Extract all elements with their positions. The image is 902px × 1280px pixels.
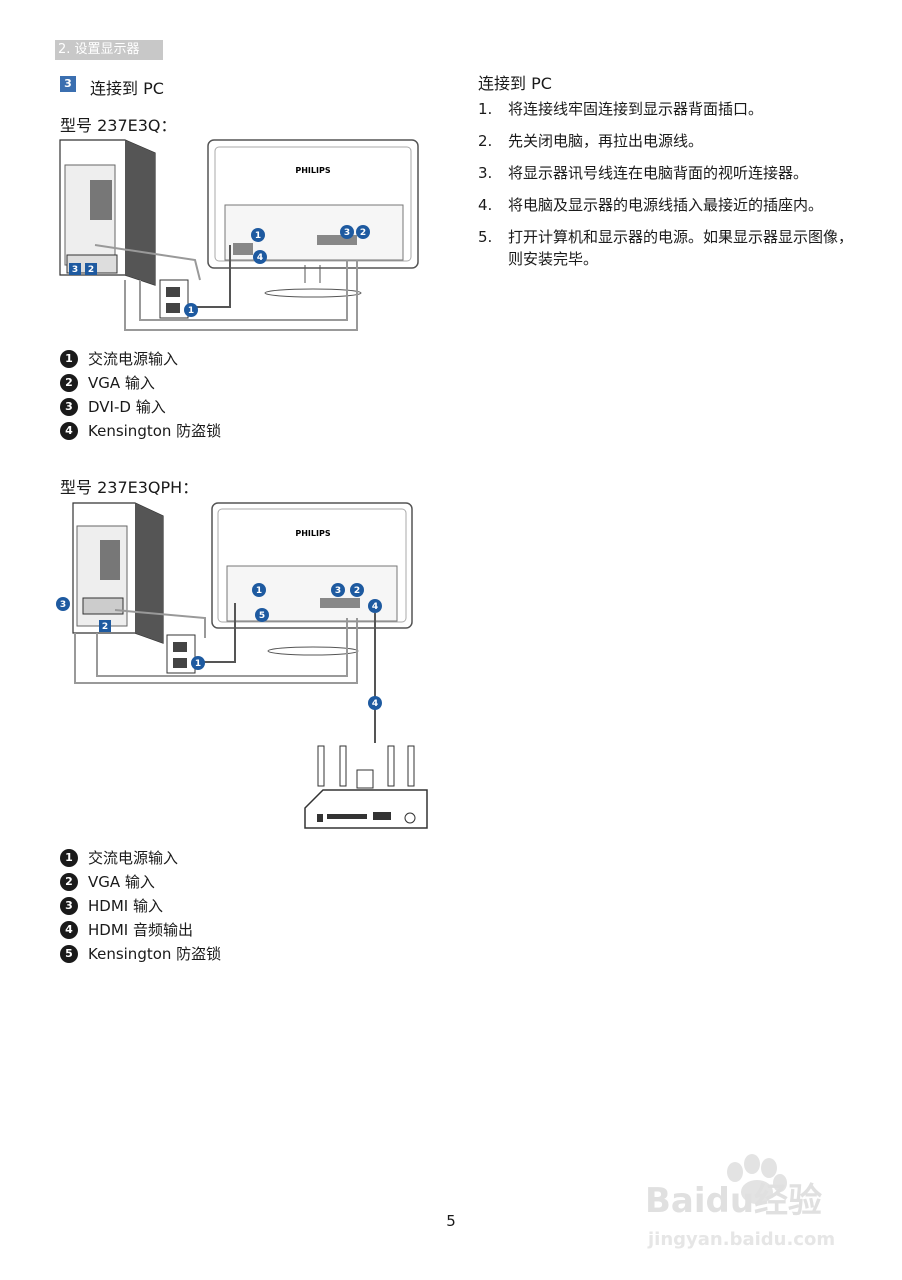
cable-pc-power (114, 609, 206, 638)
legend-label: Kensington 防盗锁 (88, 422, 222, 440)
legend-number: 2 (60, 873, 78, 891)
monitor-back-illustration: PHILIPS (207, 139, 419, 298)
legend-item: 2 VGA 输入 (60, 371, 221, 395)
svg-text:2: 2 (354, 586, 360, 596)
svg-text:2: 2 (88, 265, 94, 275)
watermark-brand: Baidu经验 (645, 1181, 822, 1221)
instruction-step: 1. 将连接线牢固连接到显示器背面插口。 (478, 98, 858, 120)
legend-label: VGA 输入 (88, 873, 155, 891)
instruction-step: 3. 将显示器讯号线连在电脑背面的视听连接器。 (478, 162, 858, 184)
step-number: 1. (478, 100, 493, 118)
step-text: 将显示器讯号线连在电脑背面的视听连接器。 (508, 164, 809, 182)
step-badge: 3 (60, 76, 76, 92)
legend-label: Kensington 防盗锁 (88, 945, 222, 963)
cable-vga (139, 260, 348, 321)
svg-text:3: 3 (72, 265, 78, 275)
legend-label: DVI-D 输入 (88, 398, 166, 416)
legend-item: 1 交流电源输入 (60, 347, 221, 371)
legend-label: VGA 输入 (88, 374, 155, 392)
svg-text:4: 4 (372, 602, 378, 612)
watermark-url: jingyan.baidu.com (647, 1229, 835, 1250)
legend-label: HDMI 输入 (88, 897, 163, 915)
cable-monitor-power (195, 603, 236, 663)
philips-logo: PHILIPS (295, 166, 330, 175)
svg-text:1: 1 (195, 659, 201, 669)
cable-hdmi (74, 618, 358, 684)
svg-text:3: 3 (335, 586, 341, 596)
step-number: 5. (478, 228, 493, 246)
svg-text:4: 4 (372, 699, 378, 709)
pc-tower-illustration (72, 502, 164, 644)
philips-logo: PHILIPS (295, 529, 330, 538)
legend-item: 2 VGA 输入 (60, 870, 221, 894)
svg-text:1: 1 (256, 586, 262, 596)
legend-number: 4 (60, 422, 78, 440)
model2-connection-diagram: PHILIPS 3 1 1 5 3 2 4 4 2 (56, 502, 428, 829)
legend-item: 3 DVI-D 输入 (60, 395, 221, 419)
svg-text:2: 2 (102, 622, 108, 632)
model2-legend: 1 交流电源输入 2 VGA 输入 3 HDMI 输入 4 HDMI 音频输出 5 Ken… (60, 846, 221, 966)
svg-text:4: 4 (257, 253, 263, 263)
legend-item: 4 HDMI 音频输出 (60, 918, 221, 942)
legend-label: 交流电源输入 (88, 350, 179, 368)
step-title: 连接到 PC (90, 79, 164, 98)
legend-number: 1 (60, 849, 78, 867)
step-text: 将连接线牢固连接到显示器背面插口。 (508, 100, 764, 118)
step-text: 打开计算机和显示器的电源。如果显示器显示图像，则安装完毕。 (508, 228, 854, 268)
step-number: 4. (478, 196, 493, 214)
legend-number: 2 (60, 374, 78, 392)
instruction-step: 4. 将电脑及显示器的电源线插入最接近的插座内。 (478, 194, 858, 216)
svg-text:5: 5 (259, 611, 265, 621)
page-number: 5 (446, 1212, 456, 1230)
legend-item: 5 Kensington 防盗锁 (60, 942, 221, 966)
model2-title: 型号 237E3QPH： (60, 478, 199, 497)
legend-item: 3 HDMI 输入 (60, 894, 221, 918)
legend-number: 4 (60, 921, 78, 939)
svg-text:2: 2 (360, 228, 366, 238)
legend-item: 4 Kensington 防盗锁 (60, 419, 221, 443)
step-number: 2. (478, 132, 493, 150)
model1-legend: 1 交流电源输入 2 VGA 输入 3 DVI-D 输入 4 Kensington 防盗… (60, 347, 221, 443)
step-number: 3. (478, 164, 493, 182)
model1-title: 型号 237E3Q： (60, 116, 177, 135)
legend-item: 1 交流电源输入 (60, 846, 221, 870)
instructions-title: 连接到 PC (478, 74, 552, 93)
baidu-watermark: Baidu经验 jingyan.baidu.com (645, 1154, 835, 1250)
audio-system-illustration (304, 745, 428, 829)
instruction-step: 2. 先关闭电脑，再拉出电源线。 (478, 130, 858, 152)
cable-vga (96, 618, 348, 677)
svg-text:3: 3 (60, 600, 66, 610)
pc-tower-illustration (59, 139, 156, 286)
section-label: 2. 设置显示器 (55, 40, 163, 60)
cable-monitor-power (188, 245, 231, 308)
legend-number: 3 (60, 897, 78, 915)
step-text: 将电脑及显示器的电源线插入最接近的插座内。 (508, 196, 824, 214)
wall-socket (159, 279, 189, 319)
monitor-back-illustration: PHILIPS (211, 502, 413, 656)
legend-label: 交流电源输入 (88, 849, 179, 867)
instructions: 连接到 PC 1. 将连接线牢固连接到显示器背面插口。 2. 先关闭电脑，再拉出电源… (478, 70, 858, 280)
svg-text:1: 1 (188, 306, 194, 316)
legend-label: HDMI 音频输出 (88, 921, 193, 939)
cable-dvi (124, 260, 358, 331)
cable-pc-power (94, 244, 201, 281)
legend-number: 5 (60, 945, 78, 963)
legend-number: 1 (60, 350, 78, 368)
step-text: 先关闭电脑，再拉出电源线。 (508, 132, 704, 150)
instruction-step: 5. 打开计算机和显示器的电源。如果显示器显示图像，则安装完毕。 (478, 226, 858, 270)
legend-number: 3 (60, 398, 78, 416)
svg-text:1: 1 (255, 231, 261, 241)
paw-icon (727, 1154, 787, 1204)
model1-connection-diagram: PHILIPS 1 1 4 3 2 3 2 (59, 139, 419, 331)
svg-text:3: 3 (344, 228, 350, 238)
